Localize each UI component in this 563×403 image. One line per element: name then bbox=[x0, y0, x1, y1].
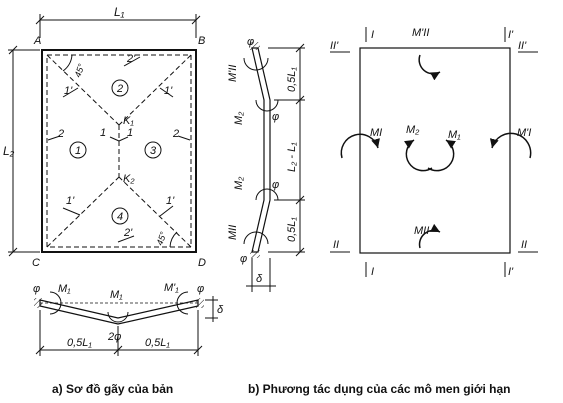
dim-side-mid: L₂ - L₁ bbox=[286, 142, 298, 172]
region-1: 1 bbox=[75, 145, 81, 157]
angle-bottom-label: 45° bbox=[154, 230, 168, 247]
slab-outline bbox=[41, 49, 197, 253]
moment-m-ii: MII bbox=[414, 225, 429, 237]
angle-top-label: 45° bbox=[72, 62, 86, 79]
label-2p-top: 2' bbox=[126, 53, 136, 65]
angle-arc-bottom bbox=[169, 231, 178, 248]
phi-mid-top: φ bbox=[272, 111, 279, 123]
moment-arc-left bbox=[49, 291, 62, 315]
section-i-top: I bbox=[371, 29, 374, 41]
section-ii-left: II bbox=[333, 239, 339, 251]
moment-m-iip: M'II bbox=[412, 27, 429, 39]
yield-line-ck2 bbox=[46, 176, 120, 248]
dim-side-bot: 0,5L₁ bbox=[286, 217, 298, 242]
section-ii-right: II bbox=[521, 239, 527, 251]
dim-right: 0,5L₁ bbox=[145, 337, 170, 349]
caption-b: b) Phương tác dụng của các mô men giới h… bbox=[248, 382, 510, 396]
moment-directions-plan: I I' I I' II' II' II II M'II MII MI M'I … bbox=[330, 27, 538, 278]
region-1-circle bbox=[69, 141, 87, 159]
label-1p-br: 1' bbox=[166, 195, 175, 207]
m-ii-top: M'II bbox=[227, 65, 239, 82]
section-iip-left: II' bbox=[330, 40, 339, 52]
m2-top: M₂ bbox=[233, 111, 245, 125]
support-bottom bbox=[250, 250, 260, 258]
delta-bottom: δ bbox=[217, 304, 224, 316]
yield-line-ak1 bbox=[46, 54, 120, 126]
region-4-circle bbox=[111, 207, 129, 225]
moment-arrow-center-m2 bbox=[403, 139, 433, 172]
panel-rect bbox=[359, 47, 511, 254]
moment-arc-mid bbox=[107, 311, 129, 323]
phi-mid-bot: φ bbox=[272, 179, 279, 191]
region-2-circle bbox=[111, 79, 129, 97]
label-2-left: 2 bbox=[57, 128, 64, 140]
moment-arrow-right bbox=[489, 132, 532, 159]
slab-section-vertical: φ φ φ φ M'II M₂ M₂ MII 0,5L₁ L₂ - L₁ 0,5… bbox=[227, 36, 305, 292]
section-ip-top: I' bbox=[508, 29, 514, 41]
corner-a: A bbox=[33, 35, 41, 47]
label-l1: L₁ bbox=[114, 5, 125, 19]
label-2p-bottom: 2' bbox=[123, 227, 133, 239]
m-ii-bottom: MII bbox=[227, 225, 239, 240]
moment-m1-center: M₁ bbox=[448, 129, 461, 141]
corner-d: D bbox=[198, 257, 206, 269]
slab-plan: L₁ L₂ A B C D K₁ K₂ 45° 45° 2' 2' bbox=[3, 5, 206, 269]
bent-slab bbox=[39, 299, 199, 325]
yield-line-bk1 bbox=[118, 54, 192, 126]
moment-arrow-bottom bbox=[418, 223, 441, 249]
region-3-circle bbox=[144, 141, 162, 159]
dim-side-top: 0,5L₁ bbox=[286, 67, 298, 92]
caption-a: a) Sơ đồ gãy của bản bbox=[52, 382, 173, 396]
phi-top: φ bbox=[247, 36, 254, 48]
bent-slab-vertical bbox=[251, 47, 271, 253]
m2-bottom: M₂ bbox=[233, 176, 245, 190]
m1-mid: M₁ bbox=[110, 289, 123, 301]
angle-arc-top bbox=[62, 54, 73, 72]
support-left bbox=[34, 298, 42, 308]
label-1p-tr: 1' bbox=[164, 85, 173, 97]
region-3: 3 bbox=[150, 145, 157, 157]
corner-c: C bbox=[32, 257, 40, 269]
label-l2: L₂ bbox=[3, 144, 15, 158]
label-1-center-b: 1 bbox=[127, 127, 133, 139]
moment-m2-center: M₂ bbox=[406, 124, 420, 136]
corner-b: B bbox=[198, 35, 205, 47]
moment-arc-right bbox=[176, 291, 189, 315]
support-right bbox=[196, 298, 204, 308]
slab-edge-yield-line bbox=[46, 54, 192, 248]
dim-left: 0,5L₁ bbox=[67, 337, 92, 349]
section-iip-right: II' bbox=[518, 40, 527, 52]
region-4: 4 bbox=[117, 211, 123, 223]
phi-bottom: φ bbox=[240, 253, 247, 265]
label-1p-tl: 1' bbox=[64, 85, 73, 97]
section-i-bottom: I bbox=[371, 266, 374, 278]
section-ip-bottom: I' bbox=[508, 266, 514, 278]
label-k1: K₁ bbox=[123, 115, 134, 127]
moment-arrow-center-m1 bbox=[427, 139, 457, 172]
moment-m-ip: M'I bbox=[517, 127, 531, 139]
label-1-center-a: 1 bbox=[100, 127, 106, 139]
phi-right: φ bbox=[197, 283, 204, 295]
moment-arrow-top bbox=[418, 54, 441, 81]
m1-left: M₁ bbox=[58, 283, 71, 295]
slab-section-horizontal: φ φ M₁ M₁ M'₁ 2φ δ 0,5L₁ 0,5L₁ bbox=[33, 282, 224, 356]
yield-line-dk2 bbox=[118, 176, 192, 248]
region-2: 2 bbox=[116, 83, 123, 95]
label-1p-bl: 1' bbox=[66, 195, 75, 207]
support-top bbox=[250, 42, 260, 50]
phi-left: φ bbox=[33, 283, 40, 295]
label-k2: K₂ bbox=[123, 173, 135, 185]
two-phi: 2φ bbox=[107, 331, 121, 343]
label-2-right: 2 bbox=[172, 128, 179, 140]
moment-arrow-left bbox=[340, 133, 380, 159]
moment-m-i: MI bbox=[370, 127, 382, 139]
m1p-right: M'₁ bbox=[164, 282, 179, 294]
delta-side: δ bbox=[256, 273, 263, 285]
